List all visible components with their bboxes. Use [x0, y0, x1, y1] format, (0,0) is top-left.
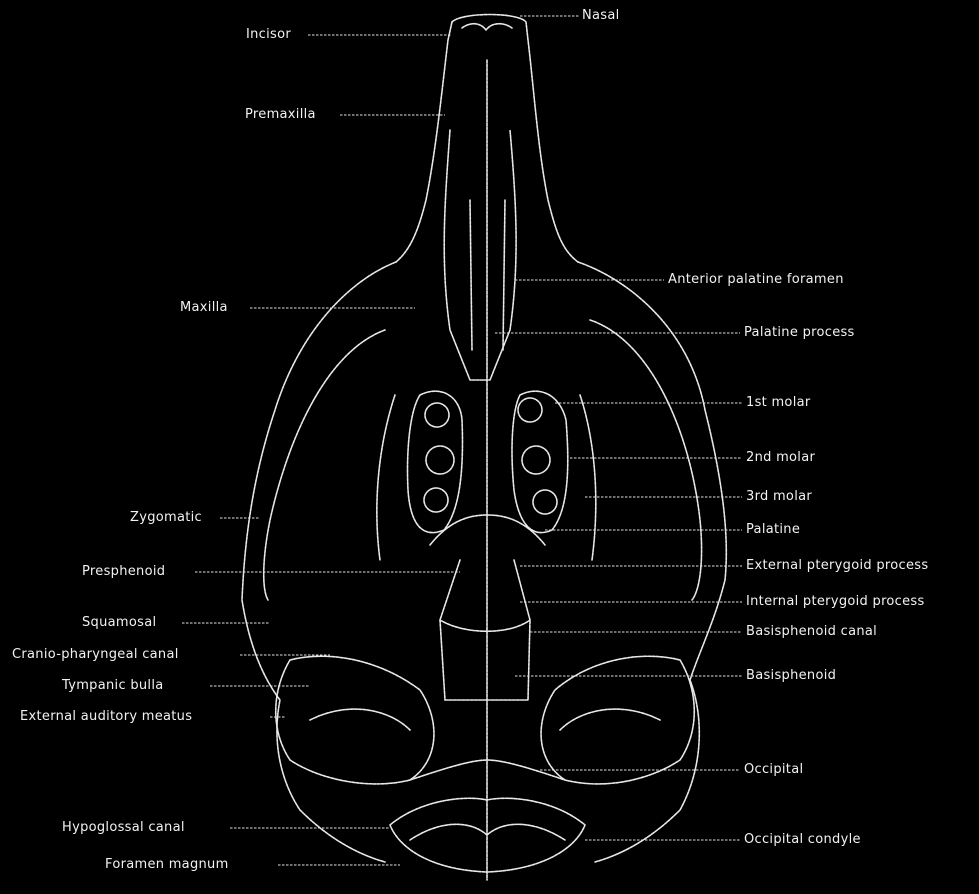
label-external-auditory-meatus: External auditory meatus — [20, 709, 192, 725]
skull-outline — [242, 15, 726, 881]
label-hypoglossal-canal: Hypoglossal canal — [62, 820, 185, 836]
label-second-molar: 2nd molar — [746, 450, 815, 466]
label-incisor: Incisor — [246, 27, 291, 43]
label-basisphenoid-canal: Basisphenoid canal — [746, 624, 877, 640]
label-presphenoid: Presphenoid — [82, 564, 165, 580]
label-squamosal: Squamosal — [82, 615, 156, 631]
label-zygomatic: Zygomatic — [130, 510, 202, 526]
label-occipital: Occipital — [744, 762, 803, 778]
label-foramen-magnum: Foramen magnum — [105, 857, 229, 873]
label-first-molar: 1st molar — [746, 395, 811, 411]
label-premaxilla: Premaxilla — [245, 107, 316, 123]
label-external-pterygoid-process: External pterygoid process — [746, 558, 928, 574]
label-palatine: Palatine — [746, 522, 800, 538]
label-palatine-process: Palatine process — [744, 325, 855, 341]
label-cranio-pharyngeal-canal: Cranio-pharyngeal canal — [12, 647, 179, 663]
label-basisphenoid: Basisphenoid — [746, 668, 836, 684]
label-anterior-palatine-foramen: Anterior palatine foramen — [668, 272, 844, 288]
label-third-molar: 3rd molar — [746, 489, 812, 505]
label-tympanic-bulla: Tympanic bulla — [62, 678, 164, 694]
label-internal-pterygoid-process: Internal pterygoid process — [746, 594, 925, 610]
label-nasal: Nasal — [582, 8, 620, 24]
label-maxilla: Maxilla — [180, 300, 228, 316]
label-occipital-condyle: Occipital condyle — [744, 832, 861, 848]
